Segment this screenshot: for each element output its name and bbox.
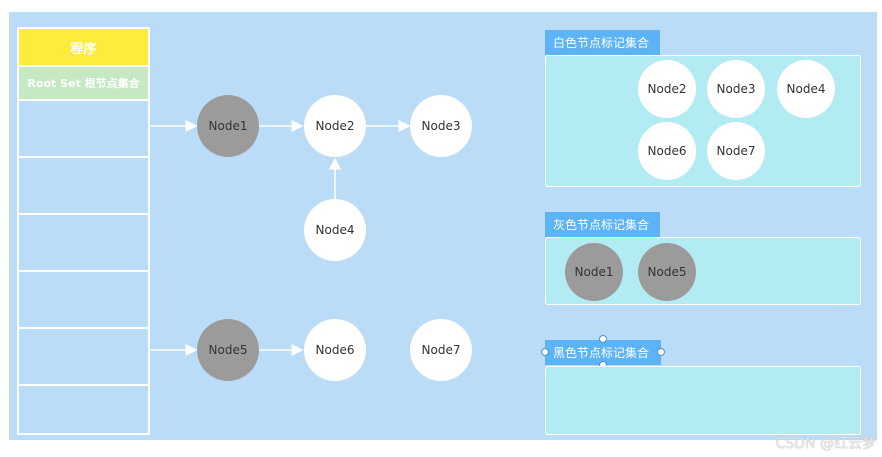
node4[interactable]: Node4 (304, 199, 366, 261)
resize-handle-right[interactable] (657, 348, 665, 356)
black-set-label[interactable]: 黑色节点标记集合 (545, 340, 661, 365)
node5[interactable]: Node5 (197, 319, 259, 381)
white-set-node: Node6 (638, 122, 696, 180)
gray-set-node: Node5 (638, 243, 696, 301)
gray-set-node: Node1 (565, 243, 623, 301)
white-set-node: Node7 (707, 122, 765, 180)
program-slot (19, 101, 148, 158)
program-slot (19, 158, 148, 215)
white-set-node: Node2 (638, 60, 696, 118)
gray-set-label: 灰色节点标记集合 (545, 212, 660, 237)
program-title: 程序 (19, 29, 148, 67)
node7[interactable]: Node7 (410, 319, 472, 381)
node6[interactable]: Node6 (304, 319, 366, 381)
white-set-label: 白色节点标记集合 (545, 30, 660, 55)
white-set-node: Node3 (707, 60, 765, 118)
white-set-node: Node4 (777, 60, 835, 118)
root-set-label: Root Set 根节点集合 (19, 67, 148, 101)
program-slot (19, 272, 148, 329)
program-slot (19, 329, 148, 386)
black-set-panel (545, 366, 861, 435)
program-slot (19, 215, 148, 272)
node1[interactable]: Node1 (197, 95, 259, 157)
resize-handle-left[interactable] (541, 348, 549, 356)
resize-handle-top[interactable] (599, 335, 607, 343)
program-column: 程序 Root Set 根节点集合 (17, 27, 150, 435)
node3[interactable]: Node3 (410, 95, 472, 157)
node2[interactable]: Node2 (304, 95, 366, 157)
watermark: CSDN @红云梦 (775, 436, 876, 452)
